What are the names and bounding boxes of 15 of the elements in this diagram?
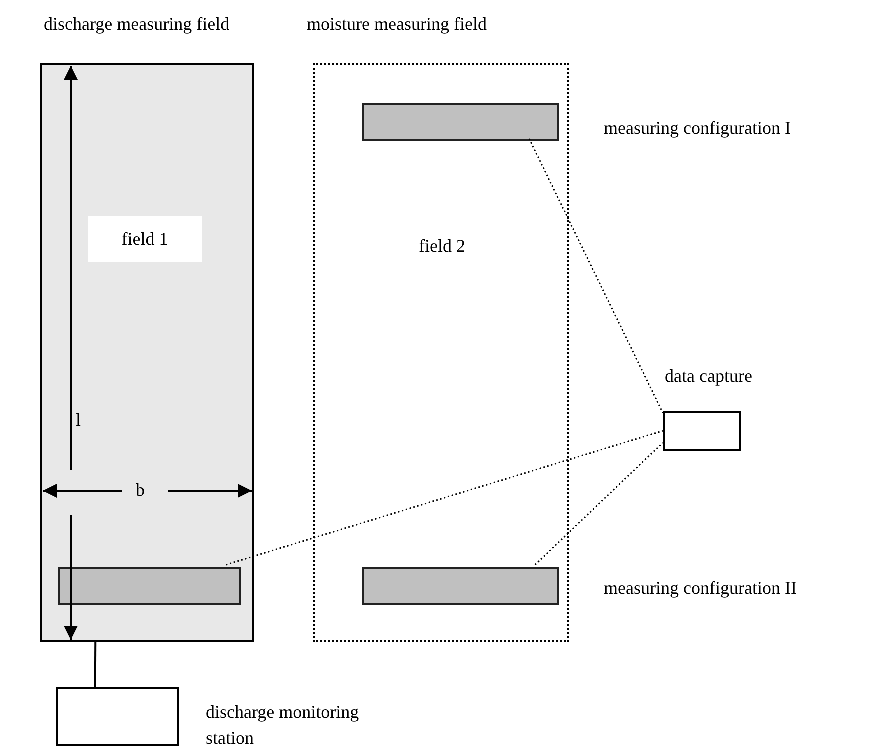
dimension-label: b	[136, 479, 145, 501]
dotted-connector	[226, 430, 664, 566]
field-heading: discharge measuring field	[44, 13, 230, 35]
sensor-bar	[58, 567, 241, 605]
component-label: data capture	[665, 365, 752, 387]
dotted-connector	[528, 138, 664, 414]
field-heading: moisture measuring field	[307, 13, 487, 35]
field-label: field 2	[419, 235, 466, 257]
connector-line	[94, 642, 97, 687]
component-label: discharge monitoring station	[206, 701, 360, 750]
component-label: measuring configuration II	[604, 577, 797, 599]
component-label: measuring configuration I	[604, 117, 791, 139]
field-label: field 1	[88, 216, 202, 262]
dotted-connector	[534, 442, 664, 566]
dimension-label: l	[76, 409, 82, 431]
